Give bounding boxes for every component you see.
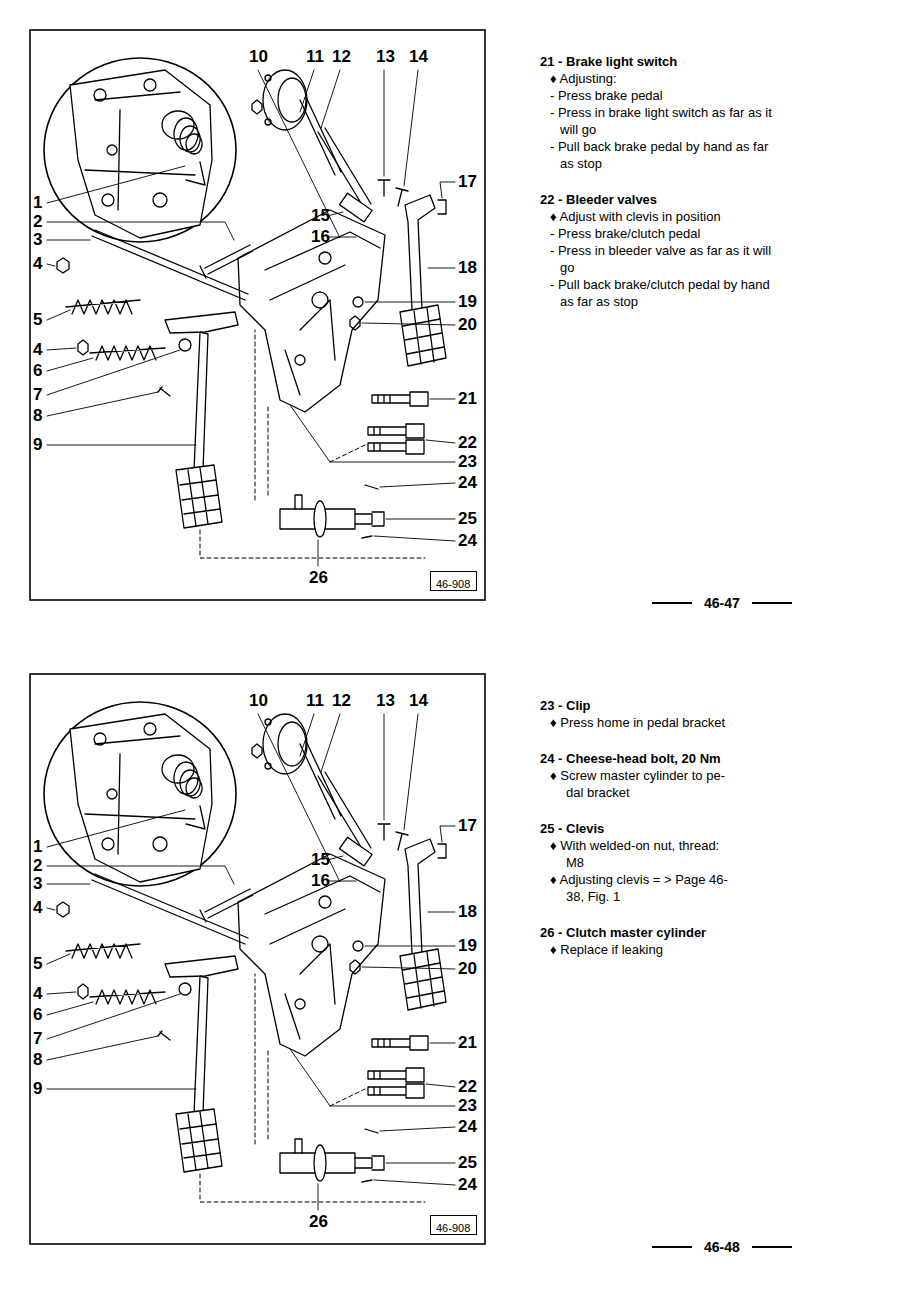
callout-number: 26 bbox=[309, 1212, 328, 1232]
instruction-text: ♦ Adjust with clevis in position bbox=[540, 208, 775, 225]
callout-number: 8 bbox=[33, 406, 42, 426]
figure-number-box: 46-908 bbox=[430, 571, 477, 591]
callout-number: 11 bbox=[306, 47, 324, 67]
callout-number: 24 bbox=[458, 1117, 477, 1137]
instruction-text: ♦ Press home in pedal bracket bbox=[540, 714, 775, 731]
callout-number: 7 bbox=[33, 1029, 42, 1049]
page-number: 46-48 bbox=[704, 1238, 740, 1256]
callout-number: 19 bbox=[458, 292, 477, 312]
item-heading: 25 - Clevis bbox=[540, 820, 775, 837]
callout-number: 18 bbox=[458, 902, 477, 922]
figure-number: 46-908 bbox=[436, 577, 470, 591]
callout-number: 5 bbox=[33, 954, 42, 974]
callout-number: 9 bbox=[33, 435, 42, 455]
callout-number: 5 bbox=[33, 310, 42, 330]
callout-number: 4 bbox=[33, 254, 42, 274]
figure-frame bbox=[30, 30, 485, 600]
callout-number: 15 bbox=[311, 850, 330, 870]
callout-number: 17 bbox=[458, 172, 477, 192]
callout-number: 9 bbox=[33, 1079, 42, 1099]
callout-number: 23 bbox=[458, 452, 477, 472]
callout-number: 7 bbox=[33, 385, 42, 405]
instruction-text: - Press in bleeder valve as far as it wi… bbox=[540, 242, 775, 276]
callout-number: 1 bbox=[33, 193, 42, 213]
callout-number: 24 bbox=[458, 1175, 477, 1195]
callout-number: 24 bbox=[458, 531, 477, 551]
callout-number: 11 bbox=[306, 691, 324, 711]
instruction-column: 21 - Brake light switch♦ Adjusting:- Pre… bbox=[540, 53, 775, 310]
item-heading: 21 - Brake light switch bbox=[540, 53, 775, 70]
callout-number: 20 bbox=[458, 959, 477, 979]
instruction-text: ♦ Adjusting: bbox=[540, 70, 775, 87]
instruction-text: - Pull back brake/clutch pedal by hand a… bbox=[540, 276, 775, 310]
callout-number: 13 bbox=[376, 691, 395, 711]
callout-number: 14 bbox=[409, 47, 428, 67]
pedal-assembly-drawing bbox=[44, 58, 455, 566]
instruction-text: ♦ Screw master cylinder to pe- dal brack… bbox=[540, 767, 740, 801]
callout-number: 25 bbox=[458, 1153, 477, 1173]
callout-number: 6 bbox=[33, 1005, 42, 1025]
callout-number: 24 bbox=[458, 473, 477, 493]
pedal-assembly-drawing bbox=[44, 702, 455, 1210]
figure-number-box: 46-908 bbox=[430, 1215, 477, 1235]
instruction-text: - Pull back brake pedal by hand as far a… bbox=[540, 138, 775, 172]
callout-number: 18 bbox=[458, 258, 477, 278]
instruction-text: - Press brake pedal bbox=[540, 87, 775, 104]
callout-number: 4 bbox=[33, 984, 42, 1004]
callout-number: 21 bbox=[458, 389, 477, 409]
callout-number: 23 bbox=[458, 1096, 477, 1116]
instruction-text: ♦ Adjusting clevis = > Page 46-38, Fig. … bbox=[540, 871, 730, 905]
callout-number: 16 bbox=[311, 871, 330, 891]
figure-number: 46-908 bbox=[436, 1221, 470, 1235]
instruction-text: - Press in brake light switch as far as … bbox=[540, 104, 775, 138]
callout-number: 2 bbox=[33, 212, 42, 232]
callout-number: 3 bbox=[33, 230, 42, 250]
instruction-column: 23 - Clip♦ Press home in pedal bracket 24… bbox=[540, 697, 775, 958]
item-heading: 24 - Cheese-head bolt, 20 Nm bbox=[540, 750, 775, 767]
callout-number: 22 bbox=[458, 1077, 477, 1097]
callout-number: 13 bbox=[376, 47, 395, 67]
instruction-text: ♦ Replace if leaking bbox=[540, 941, 775, 958]
callout-number: 10 bbox=[249, 47, 268, 67]
callout-number: 16 bbox=[311, 227, 330, 247]
item-heading: 23 - Clip bbox=[540, 697, 775, 714]
callout-number: 1 bbox=[33, 837, 42, 857]
callout-number: 19 bbox=[458, 936, 477, 956]
item-heading: 22 - Bleeder valves bbox=[540, 191, 775, 208]
callout-number: 20 bbox=[458, 315, 477, 335]
instruction-text: ♦ With welded-on nut, thread: M8 bbox=[540, 837, 730, 871]
callout-number: 14 bbox=[409, 691, 428, 711]
callout-number: 25 bbox=[458, 509, 477, 529]
callout-number: 22 bbox=[458, 433, 477, 453]
callout-number: 15 bbox=[311, 206, 330, 226]
callout-number: 17 bbox=[458, 816, 477, 836]
callout-number: 3 bbox=[33, 874, 42, 894]
callout-number: 6 bbox=[33, 361, 42, 381]
callout-number: 12 bbox=[332, 47, 351, 67]
callout-number: 26 bbox=[309, 568, 328, 588]
callout-number: 8 bbox=[33, 1050, 42, 1070]
callout-number: 4 bbox=[33, 898, 42, 918]
callout-number: 4 bbox=[33, 340, 42, 360]
figure-frame bbox=[30, 674, 485, 1244]
callout-number: 21 bbox=[458, 1033, 477, 1053]
instruction-text: - Press brake/clutch pedal bbox=[540, 225, 775, 242]
callout-number: 10 bbox=[249, 691, 268, 711]
callout-number: 12 bbox=[332, 691, 351, 711]
item-heading: 26 - Clutch master cylinder bbox=[540, 924, 775, 941]
page-number: 46-47 bbox=[704, 594, 740, 612]
callout-number: 2 bbox=[33, 856, 42, 876]
